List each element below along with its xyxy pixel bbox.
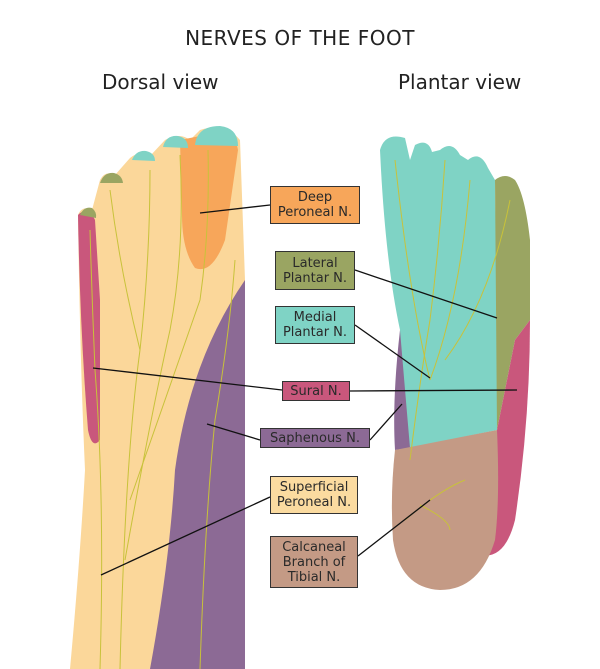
- label-line: Medial: [293, 310, 337, 325]
- label-line: Sural N.: [290, 383, 342, 399]
- label-line: Plantar N.: [282, 325, 348, 340]
- leader-lines: [92, 204, 518, 576]
- label-line: Tibial N.: [287, 569, 341, 585]
- label-line: Saphenous N.: [270, 430, 360, 446]
- deep-peroneal-region: [180, 134, 238, 270]
- dorsal-foot: [70, 126, 245, 669]
- label-line: Deep: [297, 190, 333, 205]
- label-sural: Sural N.: [282, 381, 350, 401]
- dorsal-view-heading: Dorsal view: [102, 70, 219, 94]
- plantar-foot: [380, 136, 530, 590]
- label-line: Superficial: [279, 480, 349, 495]
- label-saphenous: Saphenous N.: [260, 428, 370, 448]
- saphenous-region-plantar: [394, 330, 410, 450]
- label-line: Plantar N.: [282, 270, 348, 286]
- label-line: Lateral: [292, 255, 338, 271]
- lateral-plantar-region: [495, 176, 530, 430]
- diagram-title: NERVES OF THE FOOT: [185, 26, 415, 50]
- label-line: Calcaneal: [282, 539, 346, 555]
- medial-plantar-region: [380, 136, 497, 450]
- toe-tips: [80, 126, 238, 218]
- label-line: Branch of: [282, 554, 346, 570]
- sural-region-dorsal: [78, 211, 100, 444]
- plantar-nerves: [394, 159, 511, 531]
- calcaneal-region: [391, 430, 499, 590]
- plantar-view-heading: Plantar view: [398, 70, 522, 94]
- label-line: Peroneal N.: [276, 495, 352, 510]
- label-line: Peroneal N.: [277, 205, 353, 220]
